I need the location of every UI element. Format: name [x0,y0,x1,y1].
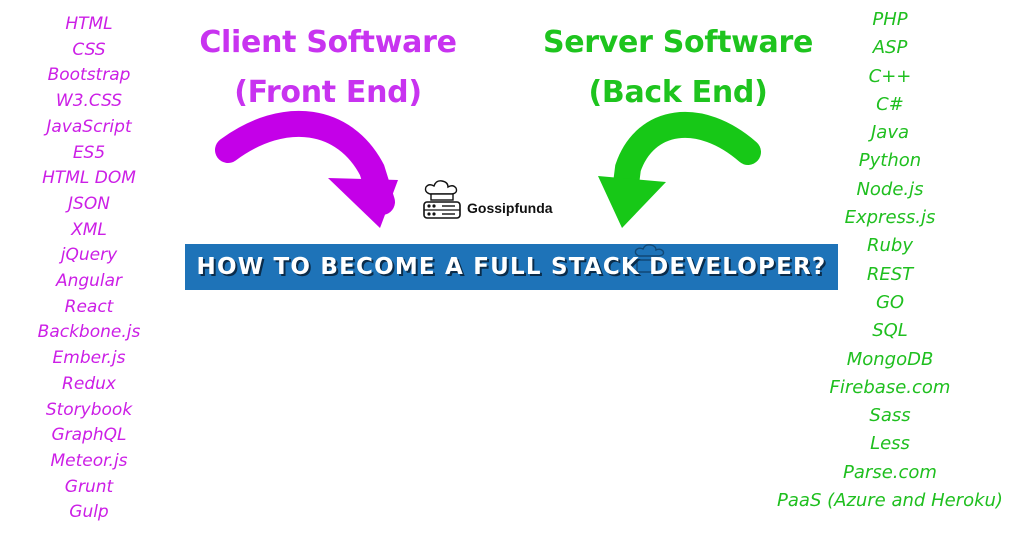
server-technology-item: GO [875,291,905,313]
client-heading-title: Client Software [199,25,457,60]
server-technology-item: Node.js [856,178,924,200]
server-heading: Server Software (Back End) [528,18,828,118]
client-arrow-icon [215,110,398,228]
client-technology-item: Bootstrap [47,65,131,86]
server-heading-title: Server Software [542,25,814,60]
client-technology-item: Meteor.js [50,450,128,471]
server-technology-item: Sass [869,405,911,427]
server-technology-item: Parse.com [843,461,937,483]
client-technology-item: Gulp [69,502,109,523]
server-technology-item: C# [876,93,904,115]
client-technology-item: XML [71,219,107,240]
brand-name: Gossipfunda [467,200,553,216]
client-technology-item: Grunt [64,476,114,497]
watermark-icon [634,244,666,273]
client-technology-item: Ember.js [52,348,126,369]
server-technology-item: ASP [872,37,908,59]
server-heading-subtitle: (Back End) [588,75,768,110]
client-technology-item: JavaScript [46,116,132,137]
server-chef-icon [423,180,461,219]
server-technology-item: MongoDB [846,348,934,370]
title-banner: HOW TO BECOME A FULL STACK DEVELOPER? [185,244,838,290]
server-technology-item: Java [870,122,910,144]
client-technology-item: W3.CSS [55,91,123,112]
server-technology-item: Less [870,433,910,455]
client-technology-item: HTML DOM [42,168,136,189]
server-technology-item: SQL [872,320,908,342]
client-technology-item: React [64,296,114,317]
client-technology-item: GraphQL [51,425,127,446]
server-technology-item: Python [858,150,922,172]
client-heading: Client Software (Front End) [178,18,478,118]
server-technology-item: Express.js [844,207,936,229]
server-technology-item: Ruby [867,235,913,257]
client-technology-item: Redux [62,373,116,394]
client-technology-item: jQuery [60,245,118,266]
client-technology-item: JSON [68,193,110,214]
server-technology-item: PaaS (Azure and Heroku) [777,490,1003,512]
server-technology-item: REST [866,263,914,285]
client-technology-item: Backbone.js [37,322,141,343]
banner-title: HOW TO BECOME A FULL STACK DEVELOPER? [196,254,827,280]
client-technology-item: CSS [72,39,106,60]
server-technology-item: PHP [872,9,908,30]
client-technology-item: HTML [65,14,113,34]
client-technology-item: Angular [55,271,123,292]
brand-logo: Gossipfunda [420,180,570,222]
server-arrow-icon [598,111,761,228]
server-technology-item: C++ [868,65,912,87]
client-technology-item: Storybook [45,399,133,420]
client-heading-subtitle: (Front End) [234,75,422,110]
client-technology-item: ES5 [72,142,106,163]
server-technology-item: Firebase.com [829,376,951,398]
